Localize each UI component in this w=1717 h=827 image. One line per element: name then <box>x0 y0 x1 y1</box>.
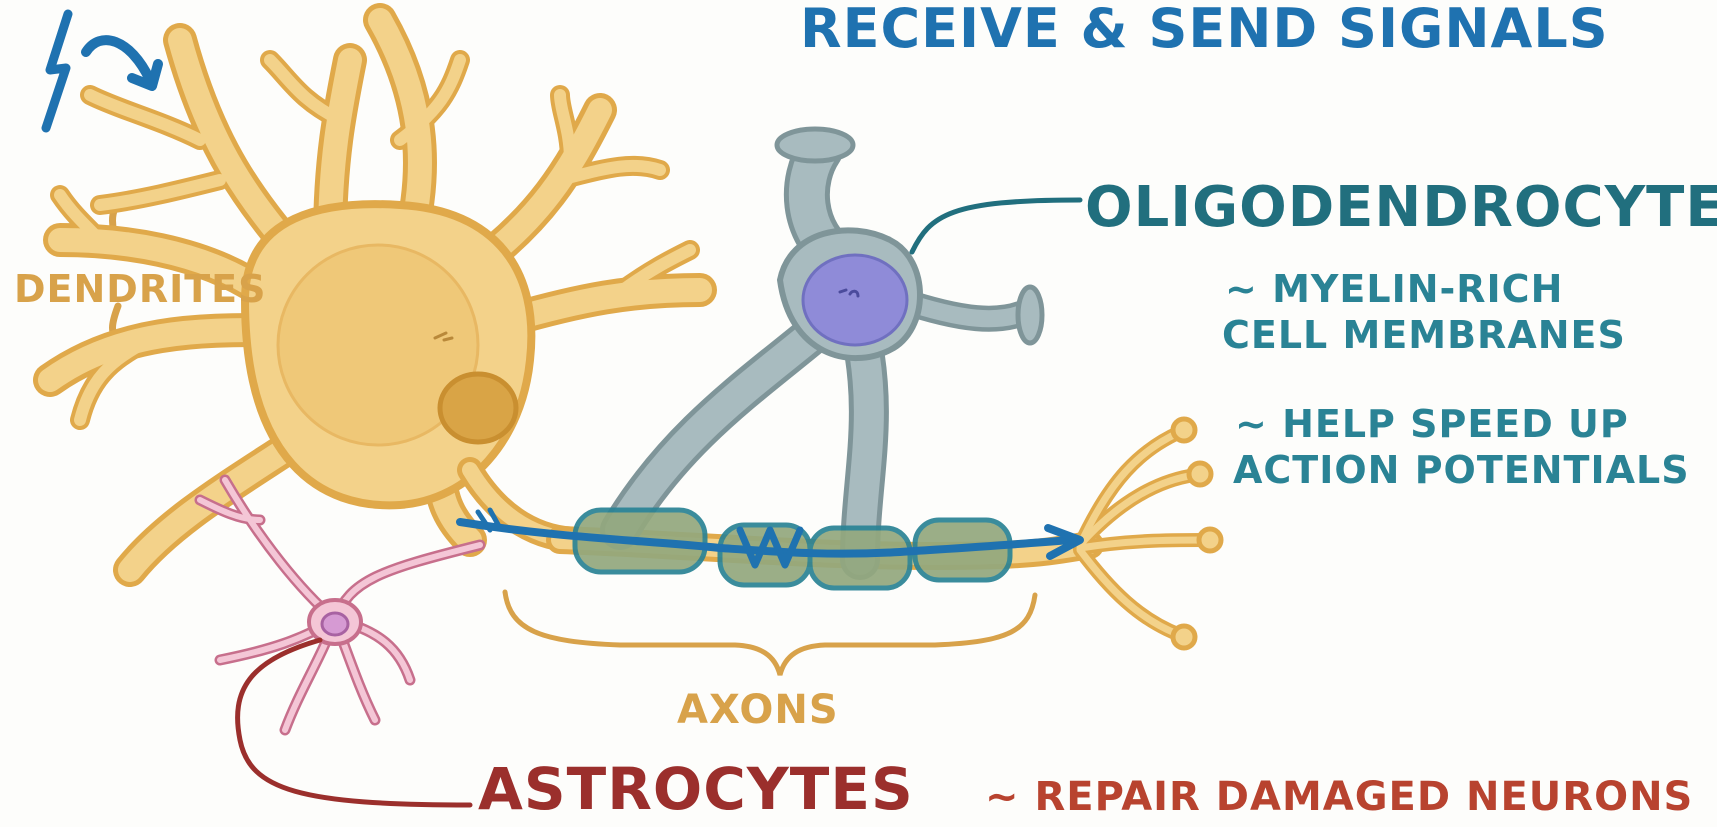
oligodendrocytes-note-line-2: CELL MEMBRANES <box>1222 316 1626 354</box>
oligodendrocyte-leader-line <box>912 200 1080 252</box>
oligodendrocytes-note-line-1: ~ MYELIN-RICH <box>1225 270 1563 308</box>
oligodendrocytes-note-line-4: ACTION POTENTIALS <box>1233 451 1690 489</box>
oligodendrocytes-note-line-3: ~ HELP SPEED UP <box>1235 405 1629 443</box>
oligodendrocyte-nucleus <box>803 255 907 345</box>
oligodendrocyte <box>575 129 1042 588</box>
curved-arrow-icon <box>86 40 158 86</box>
axons-bracket <box>505 592 1035 675</box>
dendrites-label: DENDRITES <box>14 270 267 308</box>
astrocytes-label: ASTROCYTES <box>478 760 914 818</box>
oligodendrocytes-label: OLIGODENDROCYTES <box>1085 180 1717 236</box>
title: RECEIVE & SEND SIGNALS <box>800 2 1609 56</box>
lightning-bolt-icon <box>46 14 68 128</box>
astrocyte-nucleus <box>322 613 348 635</box>
astrocytes-note: ~ REPAIR DAMAGED NEURONS <box>985 777 1693 817</box>
neuron-nucleolus <box>440 374 516 442</box>
axons-label: AXONS <box>677 690 839 730</box>
myelin-sheath <box>810 528 910 588</box>
